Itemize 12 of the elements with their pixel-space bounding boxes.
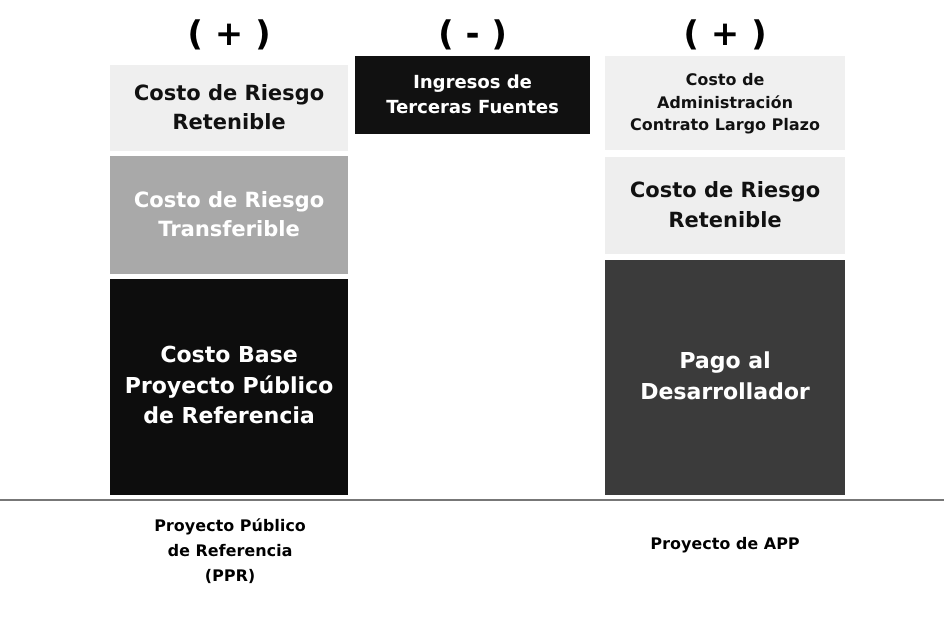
column-caption: Proyecto de APP (649, 533, 801, 555)
cost-block: Pago al Desarrollador (605, 260, 845, 495)
cost-block: Costo de Riesgo Retenible (605, 157, 845, 254)
cost-block: Costo Base Proyecto Público de Referencia (110, 279, 348, 495)
cost-block: Costo de Riesgo Retenible (110, 65, 348, 151)
column-caption: Proyecto Público de Referencia (PPR) (153, 515, 307, 587)
cost-block: Ingresos de Terceras Fuentes (355, 56, 590, 134)
sign-label: ( + ) (682, 13, 768, 56)
cost-block: Costo de Riesgo Transferible (110, 156, 348, 274)
sign-label: ( + ) (186, 13, 272, 56)
sign-label: ( - ) (437, 13, 508, 56)
cost-block: Costo de Administración Contrato Largo Plazo (605, 56, 845, 150)
